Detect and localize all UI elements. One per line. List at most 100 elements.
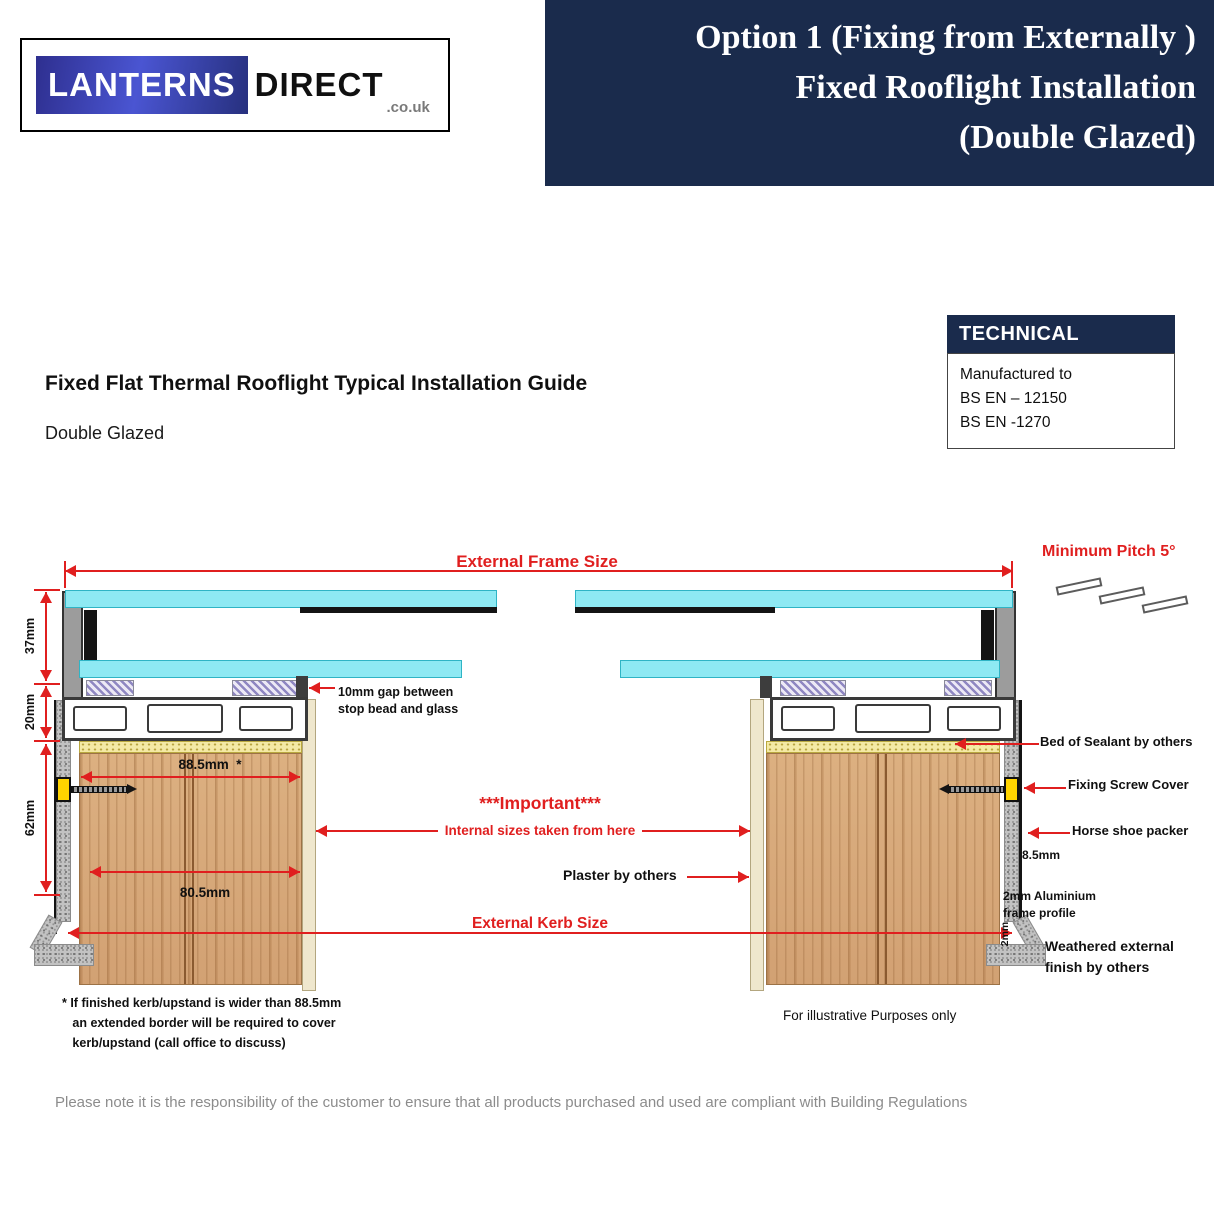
dim-2mm-label: 2mm <box>999 921 1011 947</box>
important-label: ***Important*** <box>479 793 601 813</box>
stop-bead-right <box>760 676 772 698</box>
sealant-bed-left <box>79 741 302 753</box>
logo-direct-text: DIRECT <box>254 66 384 103</box>
pitch-sketch-tile-3 <box>1141 595 1189 614</box>
aluminium-profile-label: 2mm Aluminium frame profile <box>1003 889 1096 920</box>
dim-tick <box>34 683 60 685</box>
glass-edge-seal-right <box>575 607 775 613</box>
plank-joint-line <box>885 754 887 984</box>
gap-note-label: 10mm gap between stop bead and glass <box>338 685 459 716</box>
dimension-line-37mm <box>40 592 52 681</box>
profile-chamber <box>947 706 1001 731</box>
technical-line-3: BS EN -1270 <box>960 414 1051 432</box>
dimension-line-20mm <box>40 686 52 738</box>
dimension-line-805mm <box>90 866 300 878</box>
profile-chamber <box>781 706 835 731</box>
glass-pane-bottom-right <box>620 660 1000 678</box>
plaster-arrow <box>687 871 749 883</box>
lanterns-direct-logo: LANTERNS DIRECT .co.uk <box>20 38 450 132</box>
sealant-bed-right <box>766 741 1000 753</box>
fixing-screw-right <box>948 786 1004 793</box>
glass-pane-top-left <box>65 590 497 608</box>
gap-note-arrow <box>309 682 335 694</box>
minimum-pitch-label: Minimum Pitch 5° <box>1042 543 1176 560</box>
plank-joint-line <box>192 754 194 984</box>
internal-sizes-label: Internal sizes taken from here <box>444 823 636 838</box>
dim-tick <box>34 589 60 591</box>
technical-box-header: TECHNICAL <box>947 315 1175 353</box>
fixing-screw-cover-arrow <box>1024 782 1066 794</box>
gasket-hatch-left-2 <box>232 680 298 696</box>
pitch-sketch-tile-1 <box>1055 577 1103 596</box>
banner-line-3: (Double Glazed) <box>958 119 1196 156</box>
dim-85mm-label: 8.5mm <box>1022 848 1061 862</box>
internal-lining-board-right <box>750 699 764 991</box>
weathered-finish-right <box>1004 700 1019 922</box>
compliance-note: Please note it is the responsibility of … <box>55 1094 968 1111</box>
plaster-label: Plaster by others <box>563 867 677 883</box>
bed-of-sealant-label: Bed of Sealant by others <box>1040 734 1193 749</box>
guide-title: Fixed Flat Thermal Rooflight Typical Ins… <box>45 372 588 395</box>
dim-885mm-label: 88.5mm * <box>178 757 242 772</box>
plank-joint-line <box>184 754 186 984</box>
frame-size-tick-left <box>64 561 66 588</box>
internal-sizes-arrow-left <box>316 825 438 837</box>
dimension-line-885mm <box>81 771 300 783</box>
glass-edge-seal-left <box>300 607 497 613</box>
external-frame-size-dimension-line <box>65 565 1013 577</box>
gasket-hatch-right-1 <box>780 680 846 696</box>
frame-flange-right <box>1019 700 1022 934</box>
kerb-footnote: * If finished kerb/upstand is wider than… <box>62 996 342 1050</box>
fixing-screw-left <box>71 786 127 793</box>
internal-lining-board-left <box>302 699 316 991</box>
glazing-spacer-left <box>84 610 97 660</box>
horse-shoe-packer-label: Horse shoe packer <box>1072 823 1189 838</box>
external-kerb-size-dimension-line <box>68 927 1012 939</box>
weathered-finish-label: Weathered external finish by others <box>1045 938 1174 975</box>
dim-tick <box>34 894 60 896</box>
weathered-finish-foot-left <box>34 944 94 966</box>
glass-pane-bottom-left <box>79 660 462 678</box>
banner-line-1: Option 1 (Fixing from Externally ) <box>695 19 1196 56</box>
frame-size-tick-right <box>1011 561 1013 588</box>
internal-sizes-arrow-right <box>642 825 750 837</box>
logo-couk-text: .co.uk <box>386 99 430 116</box>
horse-shoe-packer-arrow <box>1028 827 1070 839</box>
gasket-hatch-right-2 <box>944 680 992 696</box>
profile-chamber <box>73 706 127 731</box>
gasket-hatch-left-1 <box>86 680 134 696</box>
plank-joint-line <box>877 754 879 984</box>
logo-lanterns-text: LANTERNS <box>36 56 248 114</box>
aluminium-profile-right <box>770 697 1016 741</box>
weathered-finish-left <box>56 700 71 922</box>
stop-bead-left <box>296 676 308 698</box>
banner-line-2: Fixed Rooflight Installation <box>795 69 1196 106</box>
profile-chamber <box>855 704 931 733</box>
bed-of-sealant-arrow <box>955 738 1039 750</box>
glass-pane-top-right <box>575 590 1013 608</box>
external-frame-size-label: External Frame Size <box>456 552 618 571</box>
fixing-screw-cover-right <box>1004 777 1019 802</box>
fixing-screw-cover-left <box>56 777 71 802</box>
technical-line-2: BS EN – 12150 <box>960 390 1067 408</box>
dim-62mm-label: 62mm <box>23 799 37 837</box>
frame-flange-left <box>54 700 57 934</box>
dim-37mm-label: 37mm <box>23 617 37 655</box>
technical-box-body: Manufactured to BS EN – 12150 BS EN -127… <box>947 353 1175 449</box>
technical-line-1: Manufactured to <box>960 366 1073 383</box>
glazing-spacer-right <box>981 610 994 660</box>
title-banner: Option 1 (Fixing from Externally ) Fixed… <box>545 0 1214 186</box>
screw-tip-left <box>127 784 137 794</box>
dim-20mm-label: 20mm <box>23 693 37 731</box>
illustrative-note: For illustrative Purposes only <box>783 1008 957 1023</box>
profile-chamber <box>147 704 223 733</box>
pitch-sketch-tile-2 <box>1098 586 1146 605</box>
dim-tick <box>34 740 60 742</box>
dimension-line-62mm <box>40 744 52 892</box>
fixing-screw-cover-label: Fixing Screw Cover <box>1068 777 1189 792</box>
dim-805mm-label: 80.5mm <box>179 885 231 900</box>
aluminium-profile-left <box>62 697 308 741</box>
profile-chamber <box>239 706 293 731</box>
external-kerb-size-label: External Kerb Size <box>471 915 609 932</box>
